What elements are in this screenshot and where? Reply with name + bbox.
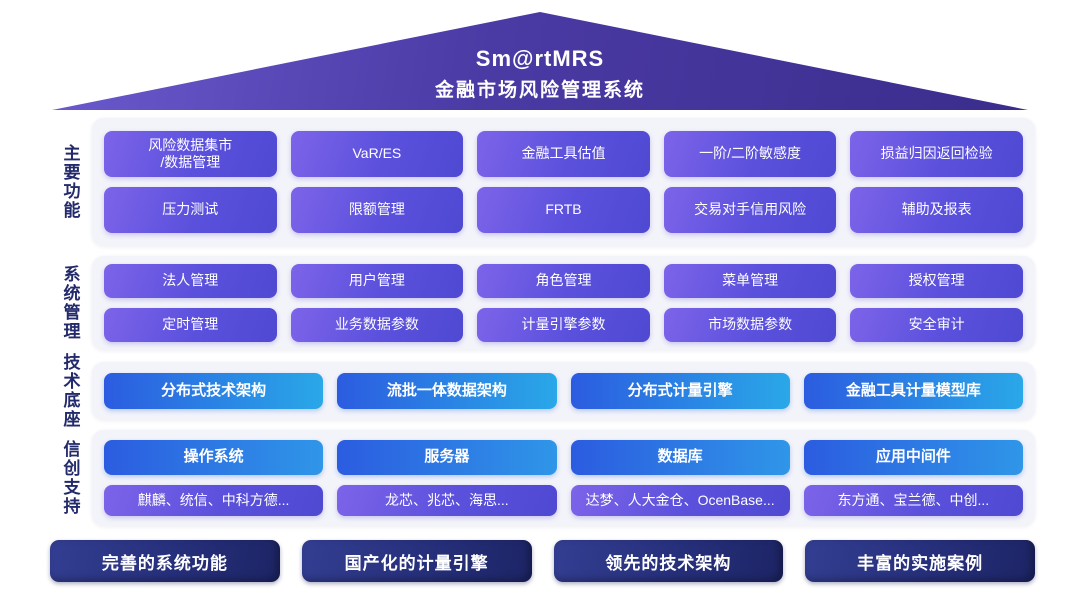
main-function-pill: 损益归因返回检验 [850, 131, 1023, 177]
section-system-management: 系统管理 法人管理 用户管理 角色管理 菜单管理 授权管理 定时管理 业务数据参… [48, 256, 1035, 350]
tech-base-pill: 分布式计量引擎 [570, 373, 790, 409]
system-mgmt-pill: 角色管理 [477, 264, 650, 298]
main-function-pill: 限额管理 [290, 187, 464, 233]
system-mgmt-pill: 市场数据参数 [663, 308, 837, 342]
main-functions-panel: 风险数据集市 /数据管理 VaR/ES 金融工具估值 一阶/二阶敏感度 损益归因… [92, 118, 1035, 246]
section-label-main-functions: 主要功能 [48, 118, 92, 246]
main-function-pill: 金融工具估值 [477, 131, 650, 177]
xinchuang-vendor-pill: 麒麟、统信、中科方德... [104, 485, 324, 516]
product-name: Sm@rtMRS [475, 46, 605, 71]
system-management-row-1: 法人管理 用户管理 角色管理 菜单管理 授权管理 [104, 264, 1023, 298]
section-label-text: 系统管理 [60, 265, 80, 341]
system-mgmt-pill: 菜单管理 [663, 264, 837, 298]
system-mgmt-pill: 计量引擎参数 [477, 308, 650, 342]
section-label-tech-base: 技术底座 [48, 353, 92, 429]
system-mgmt-pill: 业务数据参数 [290, 308, 464, 342]
highlight-pill: 国产化的计量引擎 [301, 540, 532, 582]
system-mgmt-pill: 定时管理 [104, 308, 277, 342]
highlight-pill: 完善的系统功能 [50, 540, 280, 582]
section-tech-base: 技术底座 分布式技术架构 流批一体数据架构 分布式计量引擎 金融工具计量模型库 [48, 353, 1035, 429]
xinchuang-category-row: 操作系统 服务器 数据库 应用中间件 [104, 440, 1023, 475]
system-mgmt-pill: 授权管理 [850, 264, 1023, 298]
highlight-pill: 丰富的实施案例 [805, 540, 1035, 582]
highlights-row: 完善的系统功能 国产化的计量引擎 领先的技术架构 丰富的实施案例 [50, 540, 1035, 582]
tech-base-pill: 流批一体数据架构 [337, 373, 557, 409]
system-management-row-2: 定时管理 业务数据参数 计量引擎参数 市场数据参数 安全审计 [104, 308, 1023, 342]
product-subtitle: 金融市场风险管理系统 [434, 80, 645, 101]
section-label-text: 信创支持 [60, 440, 80, 516]
main-function-pill: 交易对手信用风险 [663, 187, 837, 233]
xinchuang-category-pill: 应用中间件 [803, 440, 1023, 475]
main-function-pill: 风险数据集市 /数据管理 [104, 131, 277, 177]
section-xinchuang-support: 信创支持 操作系统 服务器 数据库 应用中间件 麒麟、统信、中科方德... 龙芯… [48, 430, 1035, 526]
roof-banner: Sm@rtMRS 金融市场风险管理系统 [52, 12, 1028, 110]
main-function-pill: 一阶/二阶敏感度 [663, 131, 837, 177]
highlight-pill: 领先的技术架构 [553, 540, 784, 582]
xinchuang-category-pill: 服务器 [337, 440, 557, 475]
section-label-xinchuang-support: 信创支持 [48, 430, 92, 526]
tech-base-pill: 金融工具计量模型库 [803, 373, 1023, 409]
main-functions-row-1: 风险数据集市 /数据管理 VaR/ES 金融工具估值 一阶/二阶敏感度 损益归因… [104, 131, 1023, 177]
tech-base-panel: 分布式技术架构 流批一体数据架构 分布式计量引擎 金融工具计量模型库 [92, 362, 1035, 420]
xinchuang-vendor-pill: 龙芯、兆芯、海思... [337, 485, 557, 516]
xinchuang-vendor-pill: 东方通、宝兰德、中创... [803, 485, 1023, 516]
system-mgmt-pill: 用户管理 [290, 264, 464, 298]
system-management-panel: 法人管理 用户管理 角色管理 菜单管理 授权管理 定时管理 业务数据参数 计量引… [92, 256, 1035, 350]
tech-base-row: 分布式技术架构 流批一体数据架构 分布式计量引擎 金融工具计量模型库 [104, 373, 1023, 409]
section-label-text: 技术底座 [60, 353, 80, 429]
system-mgmt-pill: 法人管理 [104, 264, 277, 298]
xinchuang-vendor-row: 麒麟、统信、中科方德... 龙芯、兆芯、海思... 达梦、人大金仓、OcenBa… [104, 485, 1023, 516]
xinchuang-panel: 操作系统 服务器 数据库 应用中间件 麒麟、统信、中科方德... 龙芯、兆芯、海… [92, 430, 1035, 526]
system-mgmt-pill: 安全审计 [850, 308, 1023, 342]
xinchuang-category-pill: 操作系统 [104, 440, 324, 475]
main-function-pill: 辅助及报表 [850, 187, 1023, 233]
main-function-pill: 压力测试 [104, 187, 277, 233]
section-label-system-management: 系统管理 [48, 256, 92, 350]
tech-base-pill: 分布式技术架构 [104, 373, 324, 409]
main-functions-row-2: 压力测试 限额管理 FRTB 交易对手信用风险 辅助及报表 [104, 187, 1023, 233]
section-label-text: 主要功能 [60, 144, 80, 220]
xinchuang-category-pill: 数据库 [570, 440, 790, 475]
main-function-pill: VaR/ES [290, 131, 464, 177]
main-function-pill: FRTB [477, 187, 650, 233]
xinchuang-vendor-pill: 达梦、人大金仓、OcenBase... [570, 485, 790, 516]
section-main-functions: 主要功能 风险数据集市 /数据管理 VaR/ES 金融工具估值 一阶/二阶敏感度… [48, 118, 1035, 246]
